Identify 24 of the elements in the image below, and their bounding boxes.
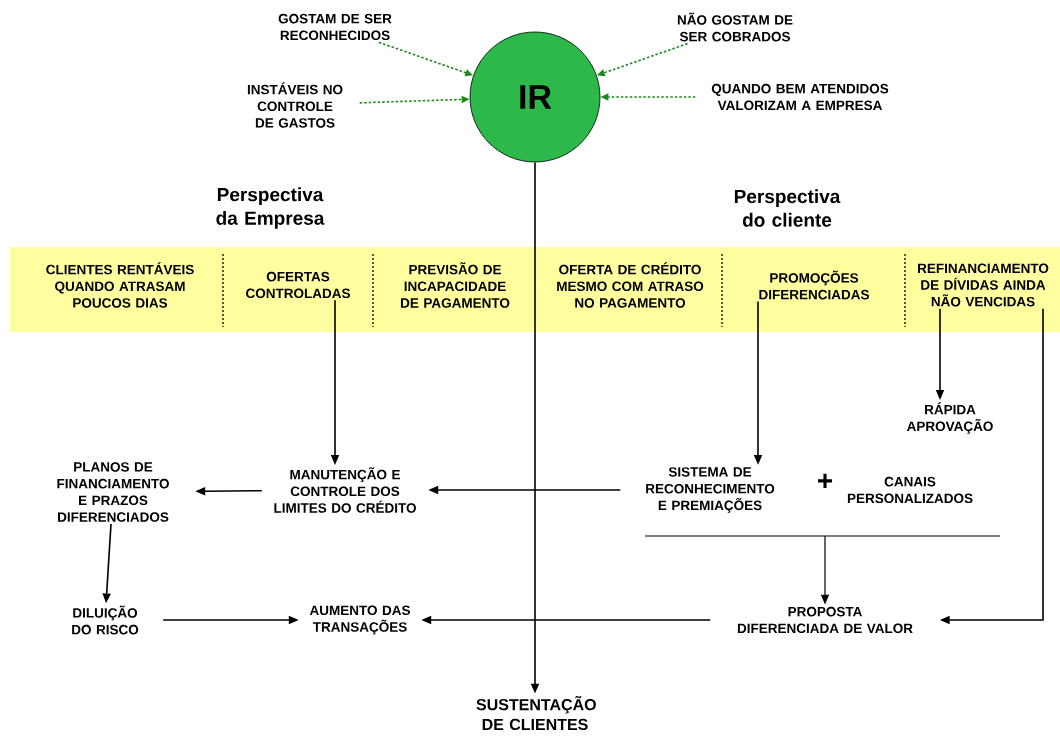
node-text: PROPOSTA DIFERENCIADA DE VALOR [737, 606, 913, 634]
cell-text: PREVISÃO DE INCAPACIDADE DE PAGAMENTO [401, 262, 510, 308]
circle-node: IR [469, 31, 601, 163]
node-text: MANUTENÇÃO E CONTROLE DOS LIMITES DO CRÉDITO [274, 467, 416, 513]
node-text: RÁPIDA APROVAÇÃO [906, 402, 993, 434]
node-text: INSTÁVEIS NO CONTROLE DE GASTOS [247, 82, 343, 128]
node-text: PLANOS DE FINANCIAMENTO E PRAZOS DIFERENCIADOS [57, 462, 169, 522]
plus-sign: + [818, 473, 833, 488]
cell-text: PROMOÇÕES DIFERENCIADAS [759, 270, 869, 300]
node-text: GOSTAM DE SER RECONHECIDOS [278, 13, 392, 41]
node-text: NÃO GOSTAM DE SER COBRADOS [677, 12, 793, 42]
node-text: QUANDO BEM ATENDIDOS VALORIZAM A EMPRESA [711, 83, 889, 111]
node-text: CANAIS PERSONALIZADOS [847, 476, 973, 504]
node-text: SUSTENTAÇÃO DE CLIENTES [476, 695, 596, 731]
cell-text: OFERTA DE CRÉDITO MESMO COM ATRASO NO PAGAMENTO [557, 262, 704, 308]
cell-text: OFERTAS CONTROLADAS [246, 271, 350, 299]
node-text: SISTEMA DE RECONHECIMENTO E PREMIAÇÕES [646, 467, 775, 513]
highlight-band [10, 247, 1060, 332]
title-text: Perspectiva da Empresa [216, 187, 325, 229]
node-text: AUMENTO DAS TRANSAÇÕES [309, 605, 410, 635]
node-text: DILUIÇÃO DO RISCO [72, 605, 139, 635]
title-text: Perspectiva do cliente [734, 189, 841, 227]
cell-text: CLIENTES RENTÁVEIS QUANDO ATRASAM POUCOS DIAS [46, 262, 194, 308]
cell-text: REFINANCIAMENTO DE DÍVIDAS AINDA NÃO VENCIDAS [918, 263, 1049, 307]
